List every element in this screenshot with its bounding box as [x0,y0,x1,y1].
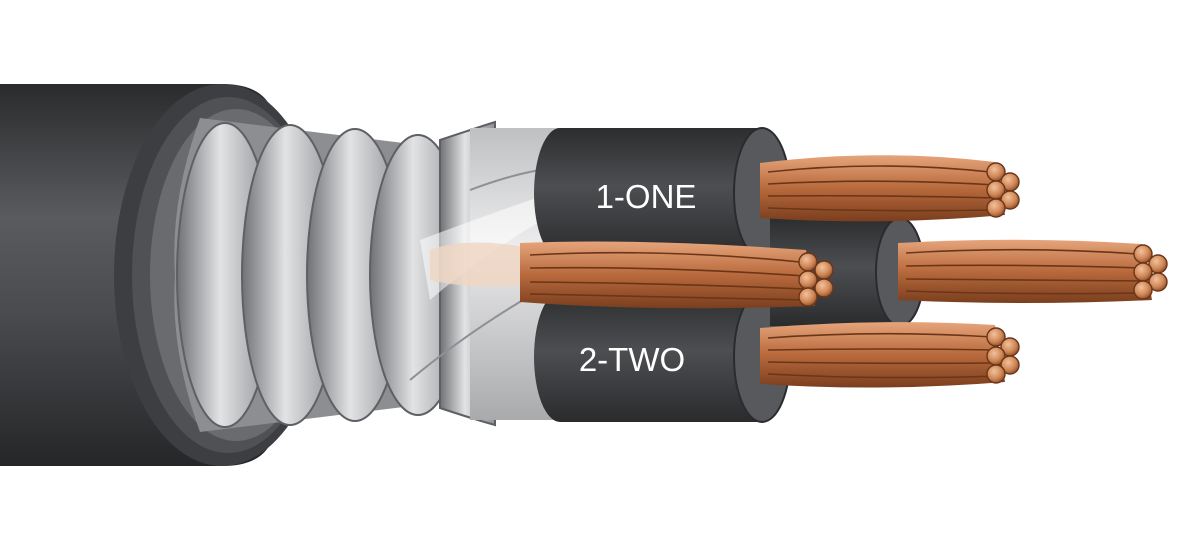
conductor-two: 2-TWO [534,291,791,423]
conductor-label-two: 2-TWO [579,341,685,378]
conductor-one: 1-ONE [534,127,791,259]
copper-strands-one [760,155,1020,222]
copper-strands-three [898,239,1168,303]
ground-conductor [520,241,834,309]
copper-strands-two [760,322,1020,388]
conductor-label-one: 1-ONE [596,178,697,215]
